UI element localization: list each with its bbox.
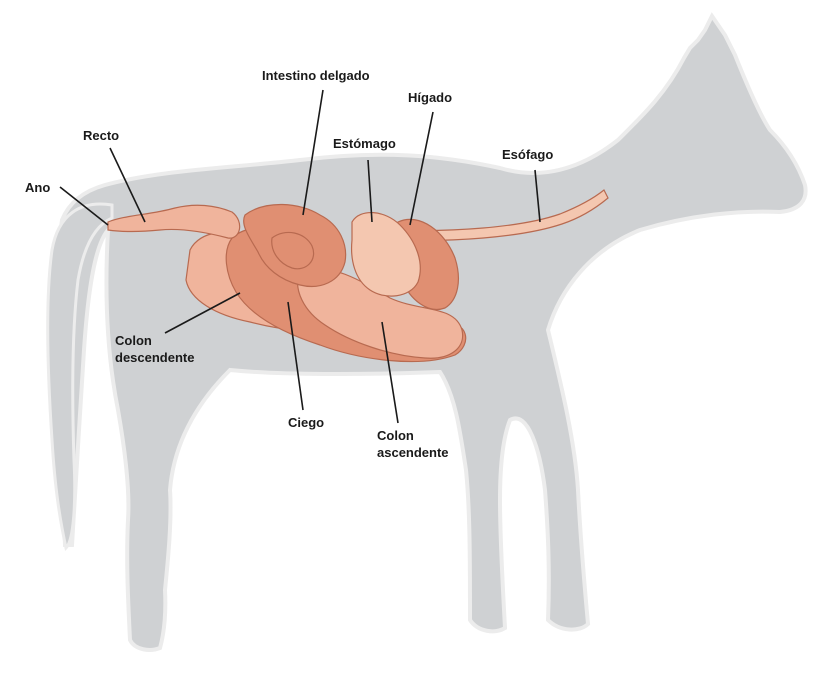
recto-shape	[107, 204, 241, 239]
label-intestino-delgado: Intestino delgado	[262, 68, 370, 83]
label-recto: Recto	[83, 128, 120, 143]
leader-ano	[59, 186, 109, 226]
label-estomago: Estómago	[333, 136, 396, 151]
leader-ciego	[287, 301, 304, 411]
leader-lines	[59, 89, 541, 424]
label-ano: Ano	[25, 180, 51, 195]
leader-colon-asc	[381, 321, 399, 424]
digestive-tract-icon	[107, 189, 609, 363]
label-higado: Hígado	[408, 90, 453, 105]
leader-esofago	[534, 169, 541, 223]
intestino-coils	[271, 231, 315, 270]
label-colon-ascendente: Colon ascendente	[377, 428, 449, 460]
label-colon-descendente: Colon descendente	[115, 333, 195, 365]
label-esofago: Esófago	[502, 147, 554, 162]
leader-estomago	[367, 159, 373, 223]
estomago-shape	[350, 212, 421, 297]
leader-colon-desc	[164, 292, 241, 334]
leader-recto	[109, 147, 146, 223]
leader-higado	[409, 111, 434, 226]
leader-intestino	[302, 89, 324, 216]
label-ciego: Ciego	[288, 415, 325, 430]
horse-tail	[46, 202, 114, 552]
